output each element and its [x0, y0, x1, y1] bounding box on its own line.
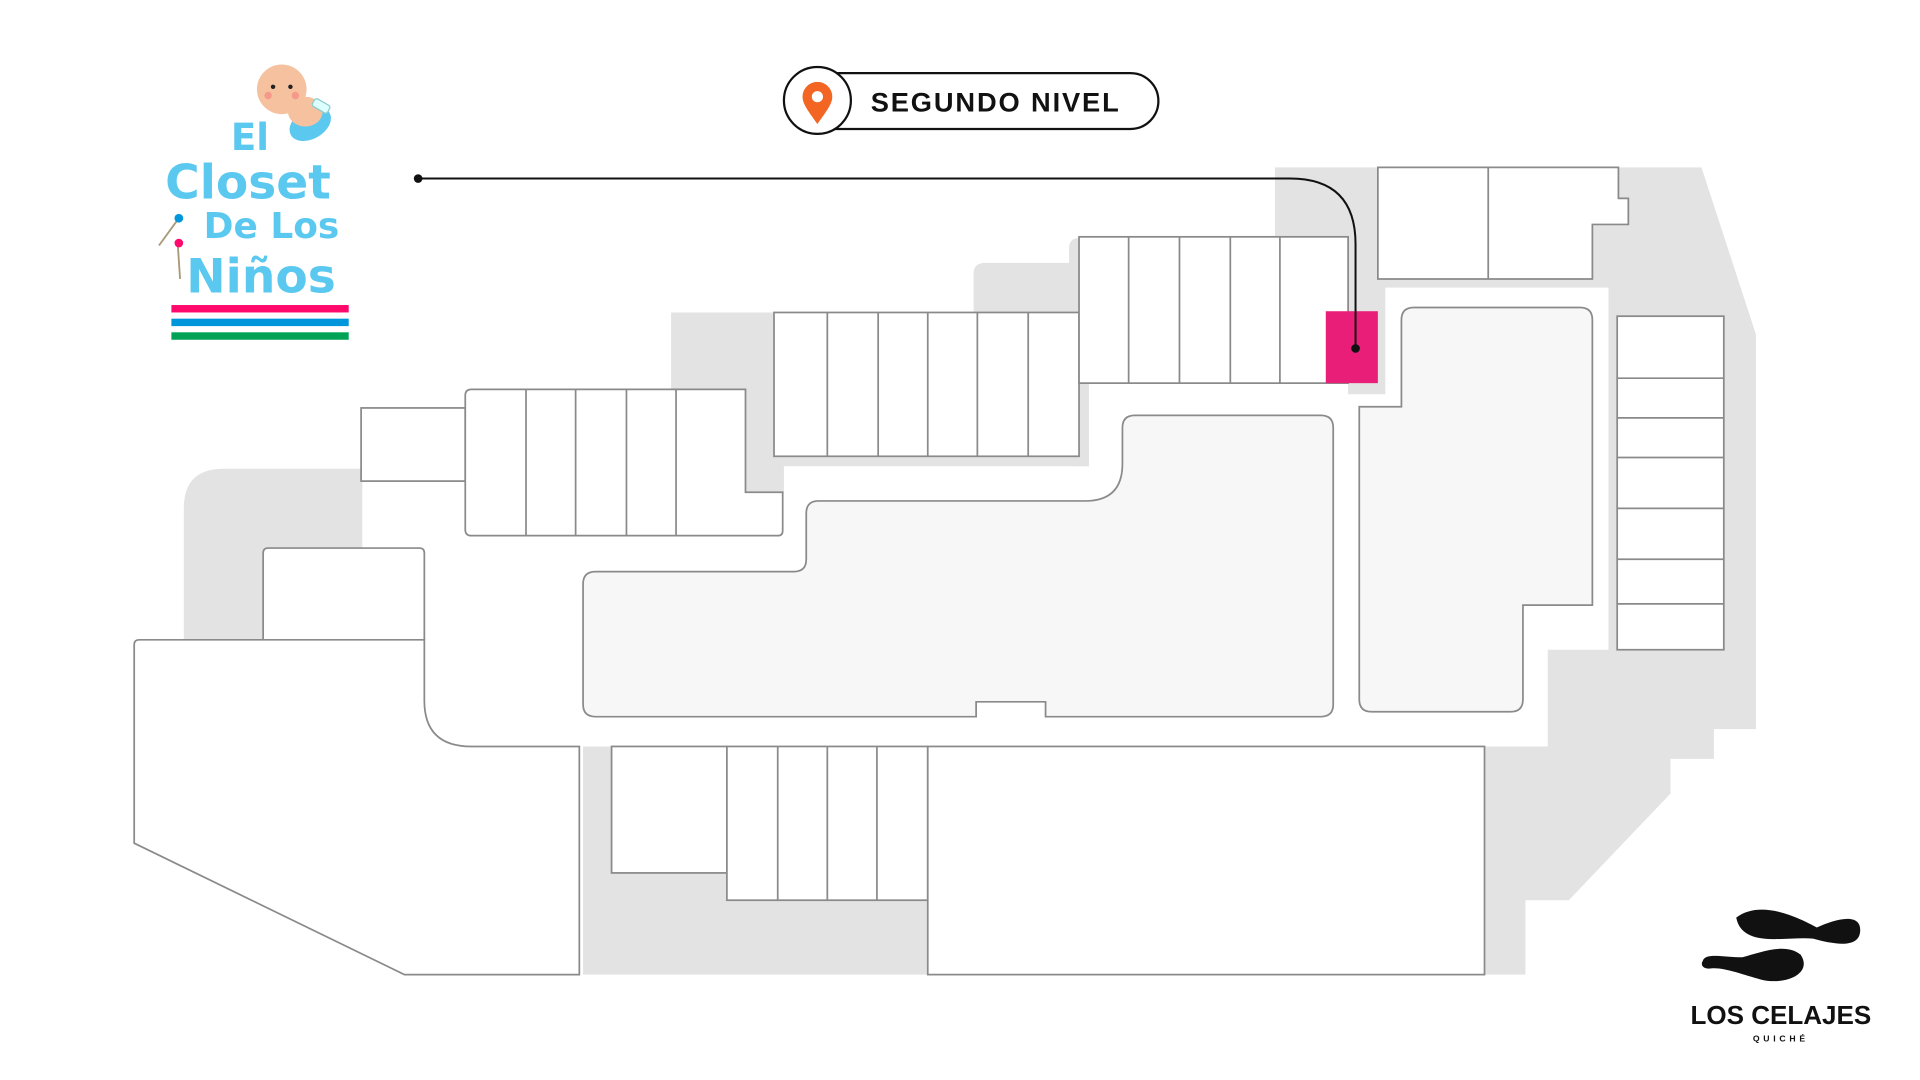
stripe-green — [171, 332, 349, 340]
location-pin-icon — [802, 81, 833, 124]
store-left-small[interactable] — [262, 547, 426, 641]
store-row-a-dividers — [525, 389, 677, 536]
baby-icon — [256, 64, 331, 142]
logo-text-closet: Closet — [165, 155, 331, 210]
logo-text-el: El — [231, 115, 269, 159]
stripe-blue — [171, 318, 349, 327]
logo-text-de-los: De Los — [204, 206, 340, 247]
cloud-shape-icon — [1736, 909, 1861, 944]
level-label: SEGUNDO NIVEL — [871, 87, 1121, 118]
stripe-pink — [171, 305, 349, 313]
store-row-b-dividers — [826, 312, 1030, 457]
anchor-block-bottom[interactable] — [926, 745, 1486, 976]
store-top-right[interactable] — [1376, 166, 1630, 280]
level-badge: SEGUNDO NIVEL — [782, 65, 1160, 136]
mall-logo: LOS CELAJES QUICHÉ — [1690, 909, 1871, 1044]
store-bottom-box[interactable] — [610, 745, 728, 874]
store-row-a[interactable] — [464, 388, 784, 537]
store-row-b[interactable] — [773, 311, 1080, 458]
store-row-c-dividers — [1127, 236, 1281, 384]
store-left-large[interactable] — [133, 638, 581, 976]
anchor-block-right[interactable] — [1358, 306, 1594, 713]
store-small-box[interactable] — [360, 407, 467, 482]
mall-name: LOS CELAJES — [1690, 1000, 1871, 1030]
store-row-c[interactable] — [1078, 235, 1349, 385]
logo-text-ninos: Niños — [186, 250, 336, 305]
leader-line — [418, 177, 1357, 349]
store-row-bottom-dividers — [776, 746, 878, 901]
cloud-shape-icon-lower — [1701, 948, 1804, 982]
store-column-right-dividers — [1617, 377, 1724, 605]
anchor-block-center[interactable] — [582, 414, 1335, 718]
store-logo: El Closet De Los Niños — [158, 64, 349, 340]
mall-city: QUICHÉ — [1753, 1034, 1809, 1044]
leader-dot-end — [1351, 344, 1360, 353]
leader-dot-start — [413, 174, 423, 183]
store-column-right[interactable] — [1616, 315, 1725, 651]
safety-pin-icon — [158, 213, 184, 280]
